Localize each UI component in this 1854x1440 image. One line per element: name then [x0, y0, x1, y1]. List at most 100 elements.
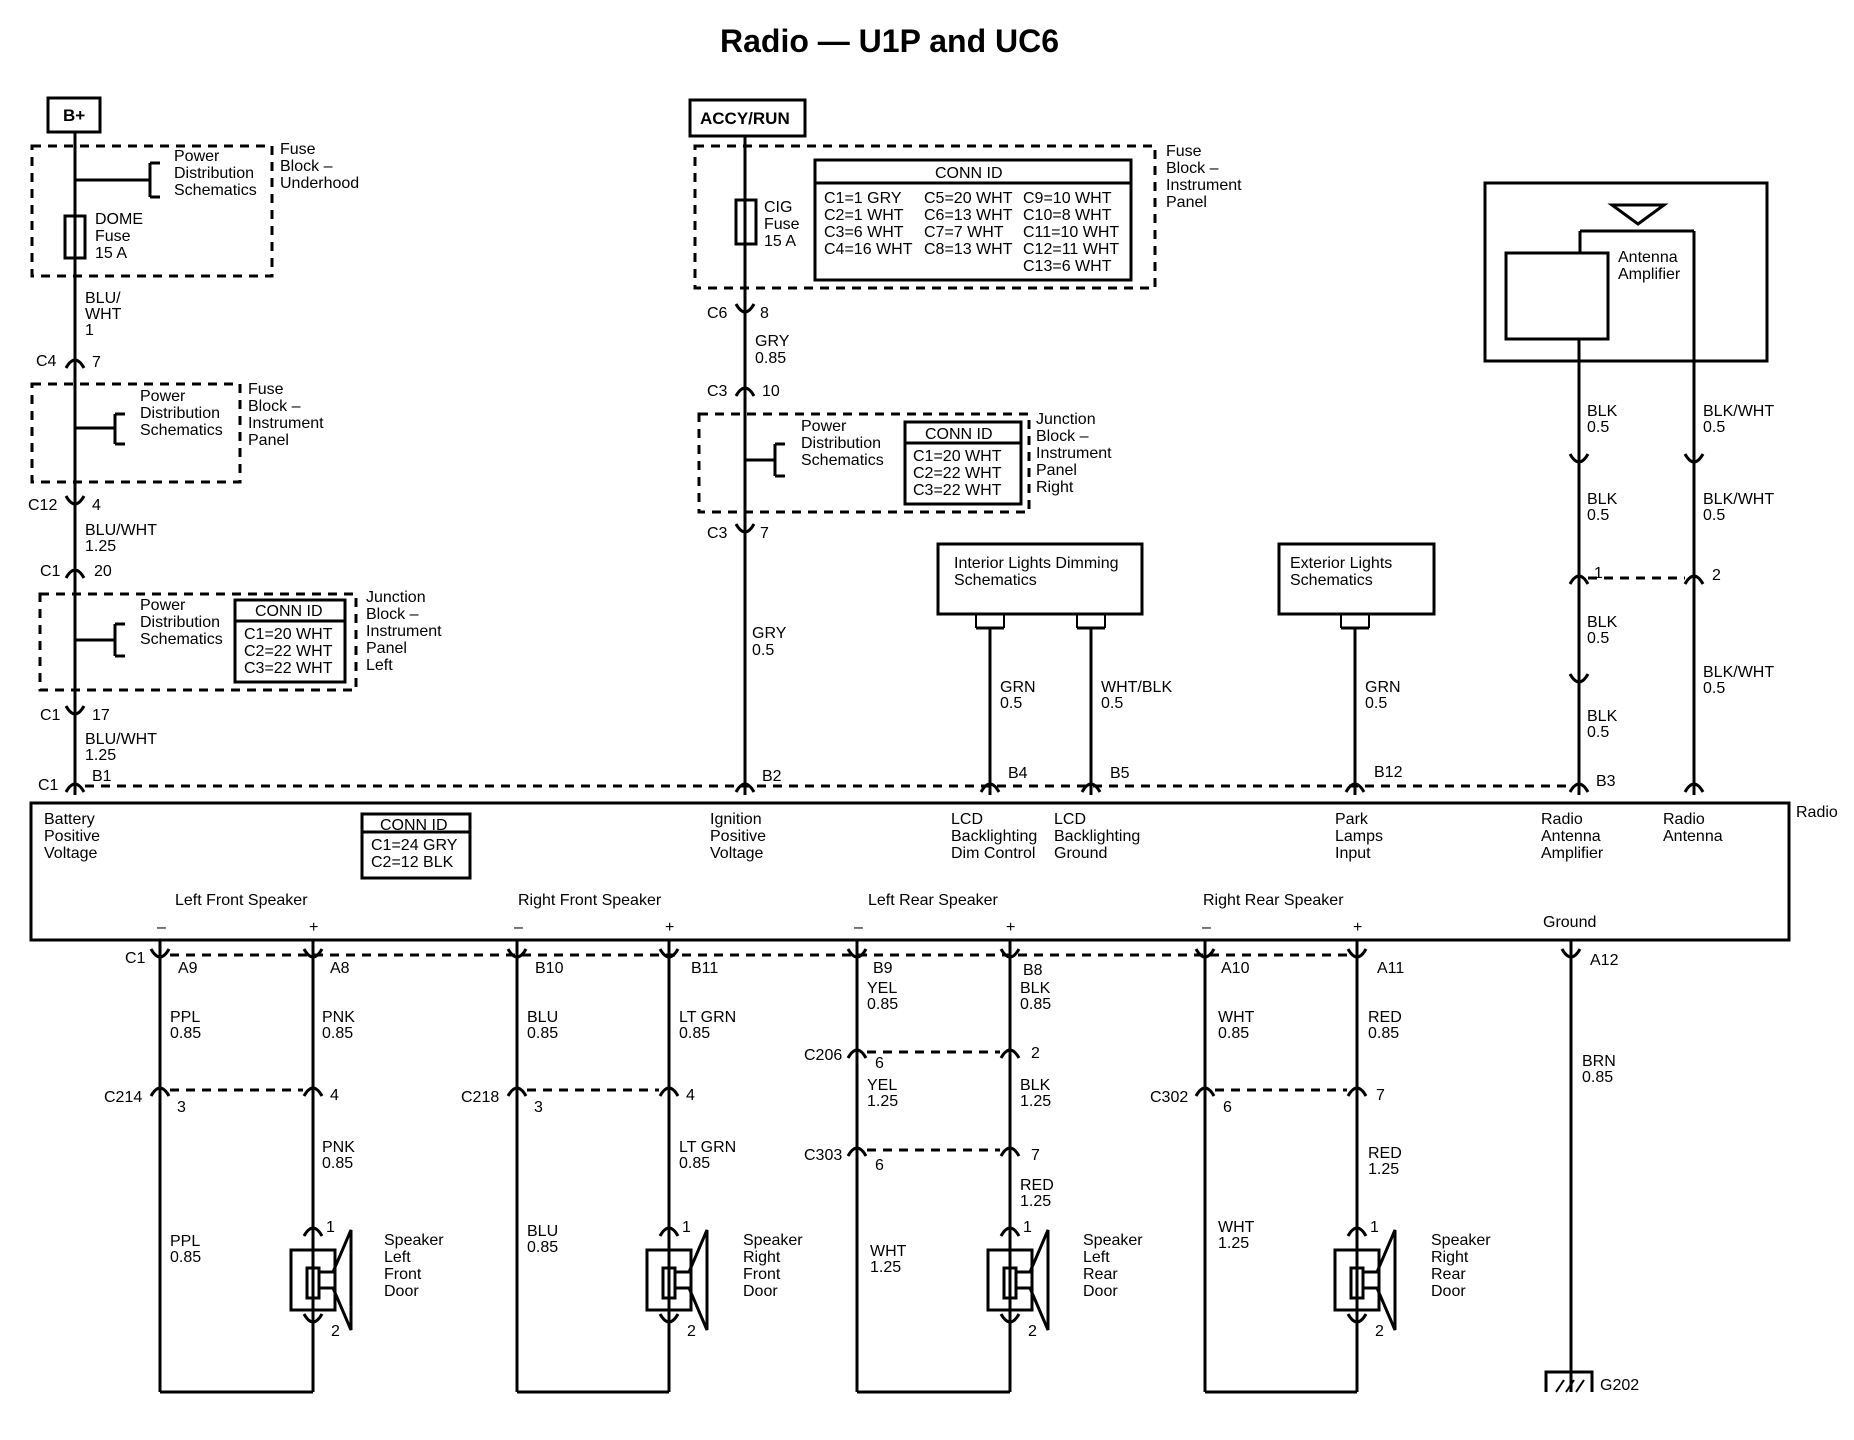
pin-label: 1	[1023, 1219, 1032, 1236]
pin-label: 1	[1370, 1219, 1379, 1236]
pin-label: B5	[1110, 765, 1130, 782]
diagram-title: Radio — U1P and UC6	[720, 23, 1059, 59]
connector-cup	[1346, 1226, 1368, 1237]
wire-label: 0.85	[755, 350, 786, 367]
wire-label: BLU/WHT	[85, 522, 157, 539]
conn-id-box	[903, 420, 1023, 506]
conn-id-entry: C10=8 WHT	[1023, 207, 1112, 224]
wire-label: BLK	[1587, 614, 1618, 631]
fuse-block-label: Fuse	[248, 381, 284, 398]
junction-block-label: Panel	[366, 640, 407, 657]
pds-label: Power	[174, 148, 220, 165]
conn-id-entry: C9=10 WHT	[1023, 190, 1112, 207]
cig-fuse-label: CIG	[764, 199, 792, 216]
conn-id-title: CONN ID	[935, 165, 1003, 182]
ground-hatch	[1565, 1379, 1575, 1393]
wire-label: PNK	[322, 1139, 355, 1156]
wire-label: 1.25	[85, 747, 116, 764]
connector-cup	[658, 1226, 680, 1237]
speaker-label: Rear	[1083, 1266, 1118, 1283]
connector-label: C1	[38, 777, 59, 794]
pin-label: 7	[760, 525, 769, 542]
speaker-coil	[661, 1266, 677, 1300]
speaker-label: Speaker	[384, 1232, 444, 1249]
connector-cup	[846, 1146, 868, 1157]
speaker-label: Speaker	[1083, 1232, 1143, 1249]
pin-label: A11	[1377, 960, 1404, 977]
wire-label: RED	[1368, 1009, 1402, 1026]
connector-cup	[1683, 574, 1705, 585]
connector-cap	[1560, 948, 1582, 959]
wire-label: RED	[1020, 1177, 1054, 1194]
conn-id-entry: C12=11 WHT	[1023, 241, 1119, 258]
ground-id-label: G202	[1600, 1377, 1639, 1394]
connector-cup	[1568, 782, 1590, 793]
wire-label: 0.85	[527, 1025, 558, 1042]
radio-input-label: Dim Control	[951, 845, 1035, 862]
wire-label: BLU/WHT	[85, 731, 157, 748]
pds-label: Power	[801, 418, 847, 435]
radio-input-label: Antenna	[1663, 828, 1723, 845]
wire-label: BLK	[1020, 1077, 1051, 1094]
wire-label: 0.5	[1000, 695, 1022, 712]
wire-label: YEL	[867, 1077, 897, 1094]
connector-cap	[734, 523, 756, 534]
antenna-label: Antenna	[1618, 249, 1678, 266]
connector-cap	[302, 948, 324, 959]
pin-label: 2	[1712, 567, 1721, 584]
speaker-frame	[645, 1248, 693, 1312]
junction-block-label: Panel	[1036, 462, 1077, 479]
speaker-label: Speaker	[1431, 1232, 1491, 1249]
conn-id-title: CONN ID	[380, 817, 448, 834]
wire-label: WHT	[1218, 1219, 1255, 1236]
wire-label: GRY	[752, 625, 787, 642]
minus-label: –	[1202, 919, 1211, 936]
connector-cup	[999, 1048, 1021, 1059]
accy-label: ACCY/RUN	[700, 109, 790, 128]
junction-block-right-outline	[697, 412, 1031, 514]
speaker-label: Front	[743, 1266, 781, 1283]
radio-input-label: Antenna	[1541, 828, 1601, 845]
connector-label: C3	[707, 383, 728, 400]
conn-id-entry: C2=22 WHT	[244, 643, 333, 660]
schematic-ref-label: Interior Lights Dimming	[954, 555, 1119, 572]
fuse-block-ip-outline	[30, 382, 242, 484]
conn-id-entry: C11=10 WHT	[1023, 224, 1119, 241]
conn-id-entry: C2=22 WHT	[913, 465, 1002, 482]
wire-label: BLU/	[85, 290, 121, 307]
antenna-icon	[1607, 203, 1669, 226]
conn-id-entry: C8=13 WHT	[924, 241, 1013, 258]
pin-label: 17	[92, 707, 110, 724]
connector-label: C214	[104, 1089, 142, 1106]
conn-id-entry: C2=12 BLK	[371, 854, 454, 871]
pin-label: 4	[330, 1087, 339, 1104]
speaker-group-label: Left Rear Speaker	[868, 892, 999, 909]
radio-input-label: LCD	[951, 811, 983, 828]
fuse-block-label: Panel	[248, 432, 289, 449]
fuse-block-label: Block –	[280, 158, 333, 175]
radio-input-label: Backlighting	[1054, 828, 1140, 845]
speaker-icon	[1016, 1229, 1050, 1331]
ground-hatch	[1555, 1379, 1565, 1393]
fuse-block-label: Panel	[1166, 194, 1207, 211]
connector-cup	[64, 568, 86, 579]
wire-label: 0.85	[170, 1249, 201, 1266]
connector-label: C6	[707, 305, 728, 322]
schematic-ref-label: Exterior Lights	[1290, 555, 1392, 572]
pin-label: 6	[875, 1157, 884, 1174]
radio-input-label: Park	[1335, 811, 1369, 828]
connector-label: C1	[125, 950, 146, 967]
pds-label: Schematics	[801, 452, 884, 469]
conn-id-entry: C13=6 WHT	[1023, 258, 1112, 275]
minus-label: –	[854, 919, 863, 936]
plus-label: +	[309, 919, 318, 936]
pin-label: B9	[873, 960, 893, 977]
connector-label: C1	[40, 707, 61, 724]
speaker-icon	[319, 1229, 353, 1331]
conn-id-entry: C1=1 GRY	[824, 190, 902, 207]
speaker-label: Right	[1431, 1249, 1469, 1266]
radio-conn-id-box	[360, 812, 472, 880]
pds-label: Schematics	[174, 182, 257, 199]
speaker-coil	[1349, 1266, 1365, 1300]
ground-icon	[1544, 1370, 1594, 1392]
